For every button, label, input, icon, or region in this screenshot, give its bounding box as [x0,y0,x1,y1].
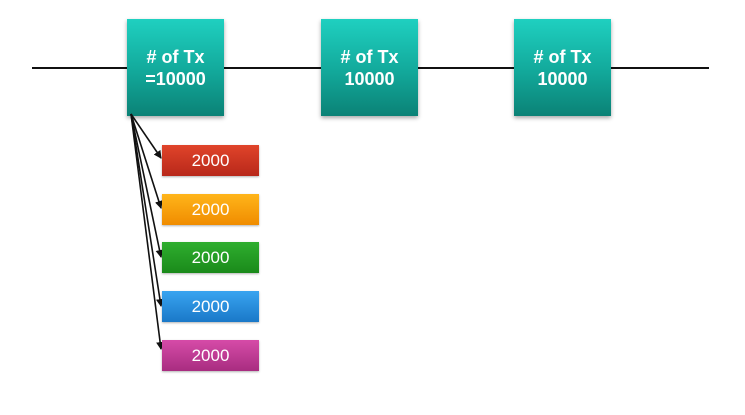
shard-2-count: 2000 [191,199,230,219]
block-2-title: # of Tx [340,46,399,67]
block-1: # of Tx =10000 [127,19,224,116]
arrow-to-shard-3 [130,113,164,258]
block-3-title: # of Tx [533,46,592,67]
arrow-to-shard-1 [130,113,162,159]
block-3: # of Tx 10000 [514,19,611,116]
shard-2: 2000 [162,194,259,225]
arrow-to-shard-4 [130,113,164,307]
block-1-title: # of Tx [146,46,205,67]
block-1-count: =10000 [145,68,206,89]
arrow-to-shard-5 [130,113,165,350]
block-3-count: 10000 [537,68,588,89]
shard-4-count: 2000 [191,296,230,316]
arrow-to-shard-2 [130,113,163,209]
shard-4: 2000 [162,291,259,322]
shard-5: 2000 [162,340,259,371]
shard-5-count: 2000 [191,345,230,365]
block-2: # of Tx 10000 [321,19,418,116]
shard-1: 2000 [162,145,259,176]
block-2-count: 10000 [344,68,395,89]
shard-1-count: 2000 [191,150,230,170]
shard-3: 2000 [162,242,259,273]
shard-3-count: 2000 [191,247,230,267]
